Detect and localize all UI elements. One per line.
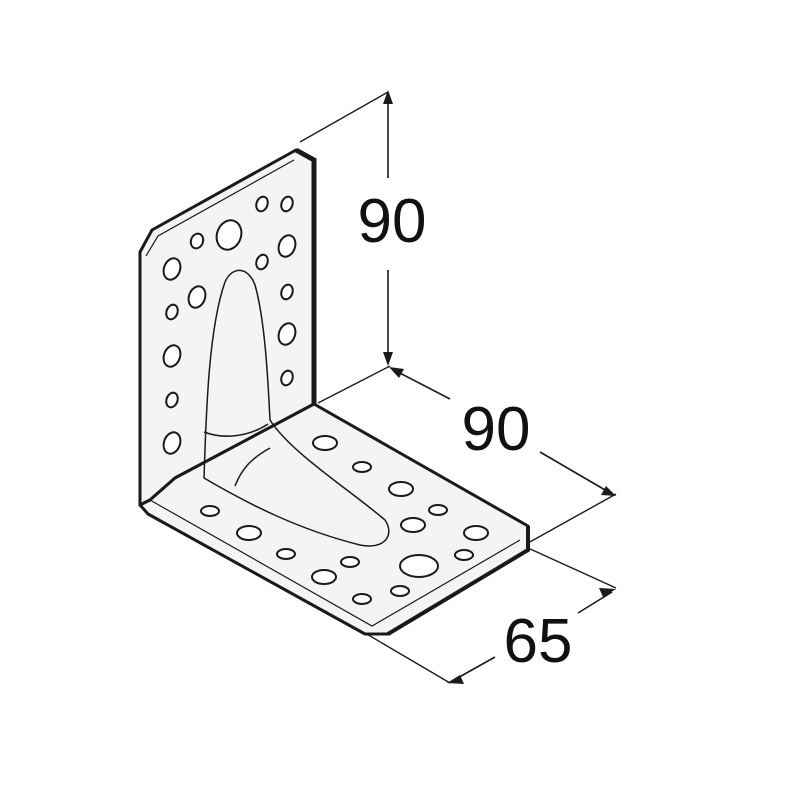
hole xyxy=(255,253,269,271)
hole xyxy=(311,569,337,585)
hole xyxy=(280,369,294,387)
hole xyxy=(162,257,182,281)
hole xyxy=(390,585,410,597)
hole xyxy=(189,232,205,250)
hole xyxy=(312,435,338,451)
arrowheads xyxy=(383,90,616,684)
hole xyxy=(165,391,179,409)
horizontal-leg xyxy=(138,402,530,636)
extension-lines xyxy=(299,91,617,684)
hole xyxy=(388,481,414,497)
hole xyxy=(463,525,489,541)
dimension-lines xyxy=(387,96,613,681)
hole xyxy=(165,303,179,321)
hole xyxy=(162,431,182,455)
holes-vertical-leg xyxy=(162,195,297,455)
horizontal-leg-edge xyxy=(386,526,530,636)
dimension-label-width: 65 xyxy=(504,607,573,676)
vertical-leg-inner-edge xyxy=(145,159,295,257)
holes-horizontal-leg xyxy=(200,435,489,605)
hole xyxy=(400,517,426,533)
hole xyxy=(280,195,294,213)
hole xyxy=(236,525,262,541)
hole xyxy=(255,195,269,213)
stiffening-rib xyxy=(203,269,390,547)
hole xyxy=(187,285,207,309)
hole xyxy=(280,283,294,301)
arrow-width-start xyxy=(447,675,464,684)
dimension-label-height: 90 xyxy=(358,187,427,256)
arrow-depth-end xyxy=(601,486,616,496)
hole xyxy=(352,461,372,473)
arrow-vert-bottom xyxy=(383,352,393,366)
hole xyxy=(352,593,372,605)
hole xyxy=(162,344,182,368)
hole xyxy=(399,554,439,578)
horizontal-leg-inner-line xyxy=(149,499,521,627)
hole xyxy=(340,556,360,568)
hole xyxy=(276,548,296,560)
dimension-label-depth: 90 xyxy=(462,395,531,464)
hole xyxy=(215,219,243,251)
hole xyxy=(277,322,297,346)
hole xyxy=(454,549,474,561)
arrow-depth-start xyxy=(389,367,404,378)
vertical-leg-edge xyxy=(294,147,317,404)
hole xyxy=(428,504,448,516)
hole xyxy=(200,505,220,517)
arrow-top xyxy=(383,90,393,104)
hole xyxy=(277,234,297,258)
arrow-width-end xyxy=(599,588,616,597)
